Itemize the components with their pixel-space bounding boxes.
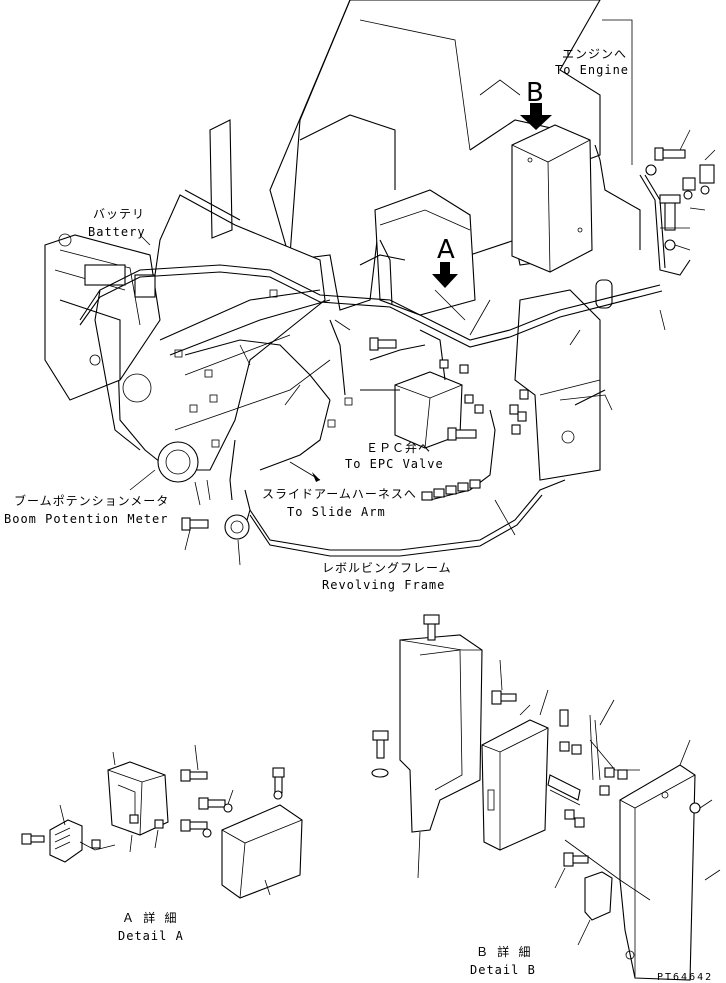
boom-meter-jp: ブームポテンションメータ (14, 493, 169, 508)
center-block (374, 189, 476, 316)
controller-b-box (511, 124, 593, 273)
revolving-en: Revolving Frame (322, 578, 445, 592)
to-engine-jp: エンジンへ (562, 47, 627, 61)
detail-b-en: Detail B (470, 963, 536, 977)
slide-arm-connectors (421, 479, 481, 501)
revolving-jp: レボルビングフレーム (322, 561, 452, 575)
detail-b-jp: Ｂ 詳 細 (476, 944, 531, 959)
detail-b-cover (399, 634, 483, 833)
detail-a-en: Detail A (118, 929, 184, 943)
leader-lines (129, 19, 716, 566)
epc-valve-en: To EPC Valve (345, 457, 444, 471)
boom-meter-en: Boom Potention Meter (4, 512, 169, 526)
drawing-number: PT64642 (657, 972, 713, 983)
boom-potentiometer (157, 441, 199, 483)
right-frame (514, 289, 601, 481)
view-arrow-a (432, 262, 458, 288)
detail-b-bracket (619, 764, 696, 981)
detail-b-controller (481, 719, 549, 851)
detail-a-bracket (107, 761, 169, 836)
detail-a-controller (221, 804, 303, 899)
ground-cable (639, 174, 691, 276)
to-engine-en: To Engine (555, 63, 629, 77)
main-harness (79, 264, 661, 341)
horn (224, 514, 250, 540)
view-arrow-b (520, 103, 552, 130)
detail-a-jp: Ａ 詳 細 (122, 910, 177, 925)
slide-arm-jp: スライドアームハーネスへ (262, 487, 417, 501)
slide-arm-en: To Slide Arm (287, 505, 386, 519)
detail-a-drawing (21, 744, 303, 899)
battery-jp: バッテリ (93, 207, 145, 221)
battery-en: Battery (88, 225, 146, 239)
text-labels: エンジンへ To Engine バッテリ Battery ＥＰＣ弁へ To EP… (4, 47, 713, 983)
view-label-a: A (437, 235, 455, 265)
view-label-b: B (526, 78, 544, 108)
main-assembly (44, 0, 716, 566)
detail-b-drawing (371, 614, 721, 981)
epc-valve-jp: ＥＰＣ弁へ (366, 440, 431, 455)
bolt-symbols-main (181, 147, 715, 531)
